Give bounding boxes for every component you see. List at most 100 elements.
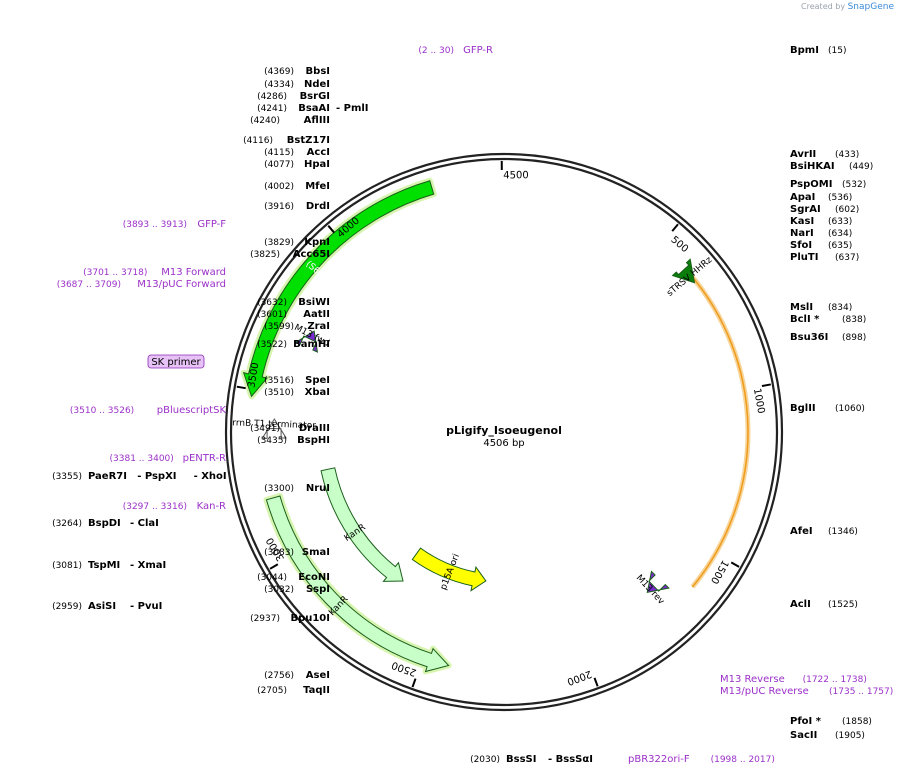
primer-m13-reverse: M13 Reverse(1722 .. 1738) [720,674,867,685]
feature-gfp-s65t [242,180,435,398]
site-position: (3829) [264,238,294,248]
feature-strsv-hhrz [671,258,696,284]
site-name: BglII [790,403,816,414]
sk-primer-box: SK primer [147,354,205,369]
created-by-text: Created by [801,2,846,11]
site-position: (1060) [835,404,865,414]
site-name: PluTI [790,252,818,263]
site-position: (2756) [264,671,294,681]
site-position: (3510) [264,388,294,398]
tick-mark [236,385,246,390]
primer-gfp-f: GFP-F(3893 .. 3913) [123,219,227,230]
site-position: (3601) [257,310,287,320]
primer-range: (1735 .. 1757) [829,687,893,697]
site-pspomi: PspOMI(532) [790,179,866,190]
primer-m13-puc-forward: M13/pUC Forward(3687 .. 3709) [57,279,226,290]
site-name: BamHI [293,339,330,350]
site-position: (1905) [835,731,865,741]
site-position: (4077) [264,160,294,170]
site-name: Bpu10I [290,613,330,624]
site-bsiwi: BsiWI(3632) [257,297,330,308]
primer-range: (3701 .. 3718) [83,268,147,278]
site-acli: AclI(1525) [790,599,858,610]
site-draiii: DraIII(3491) [250,423,330,434]
orange-arc-halo [687,272,751,589]
site-name: AccI [307,147,330,158]
primer-label: GFP-R [463,45,493,56]
site-name: Bsu36I [790,332,828,343]
site-bsphi: BspHI(3435) [257,435,330,446]
site-position: (3081) [52,561,82,571]
feature-kanr [265,495,450,673]
site-avrii: AvrII(433) [790,149,859,160]
site-position: (3599) [264,322,294,332]
primer-label: M13/pUC Reverse [720,686,809,697]
snapgene-brand: SnapGene [847,2,894,12]
site-name: BspDI [88,518,121,529]
tick-mark [761,383,771,388]
primer-range: (3297 .. 3316) [123,502,187,512]
site-name: PspOMI [790,179,832,190]
site-name: NruI [306,483,330,494]
primer-pentr-r: pENTR-R(3381 .. 3400) [110,453,227,464]
site-kpni: KpnI(3829) [264,237,330,248]
primer-range: (1998 .. 2017) [711,755,775,765]
site-name: HpaI [304,159,330,170]
primer-m13-puc-reverse: M13/pUC Reverse (1735 .. 1757) [720,686,893,697]
site-position: (3355) [52,472,82,482]
site-position: (2959) [52,602,82,612]
site-position: (1346) [828,527,858,537]
primer-label: M13/pUC Forward [137,279,226,290]
primer-range: (3510 .. 3526) [70,406,134,416]
site-name: BpmI [790,45,819,56]
site-position: (4116) [243,136,273,146]
site-drdi: DrdI(3916) [264,201,330,212]
site-position: (3632) [257,298,287,308]
site-name: SacII [790,730,817,741]
site-position: (3264) [52,519,82,529]
site-position: (433) [835,150,859,160]
site-aatii: AatII(3601) [257,309,330,320]
primer-label: GFP-F [197,219,226,230]
site-sacii: SacII (1905) [790,730,865,741]
site-position: (4115) [264,148,294,158]
primer-m13-forward: M13 Forward(3701 .. 3718) [83,267,226,278]
site-acc65i: Acc65I(3825) [250,249,330,260]
tick-label: 2000 [565,668,593,687]
site-bsaai: BsaAI(4241)- PmlI [257,103,368,114]
feature-m13-fwd [294,330,319,353]
tick-mark [593,677,599,687]
primer-gfp-r: GFP-R (2 .. 30) [418,45,493,56]
tick-mark [269,563,279,570]
site-hpai: HpaI (4077) [264,159,330,170]
feature-p15a-ori [411,547,487,592]
site-pair-asisi: (2959)AsiSI- PvuI [52,601,162,612]
site-ndei: NdeI(4334) [264,79,330,90]
primer-range: (2 .. 30) [418,46,454,56]
site-name: SgrAI [790,204,821,215]
site-name: XbaI [305,387,330,398]
site-name: NdeI [304,79,330,90]
site-name: AflIII [304,115,330,126]
tick-label: 3500 [246,362,261,389]
site-name: EcoNI [298,572,330,583]
site-position: (633) [828,217,852,227]
sk-primer-rect [147,354,205,369]
site-name: SpeI [305,375,330,386]
feature-halo [263,492,452,675]
site-pair-tspmi: (3081)TspMI- XmaI [52,560,166,571]
site-name: BbsI [306,66,330,77]
site-pair-paer7i: (3355)PaeR7I- PspXI- XhoI [52,471,227,482]
site-name: - BssSαI [548,754,593,765]
tick-label: 1000 [751,388,766,415]
site-name: PfoI * [790,716,822,727]
site-mfei: MfeI(4002) [264,181,330,192]
site-name: KasI [790,216,814,227]
plasmid-size: 4506 bp [483,438,524,449]
site-name: AclI [790,599,811,610]
site-position: (834) [828,303,852,313]
site-msli: MslI(834) [790,302,852,313]
site-taqii: TaqII(2705) [257,685,330,696]
site-position: (3032) [264,585,294,595]
site-bpu10i: Bpu10I(2937) [250,613,330,624]
